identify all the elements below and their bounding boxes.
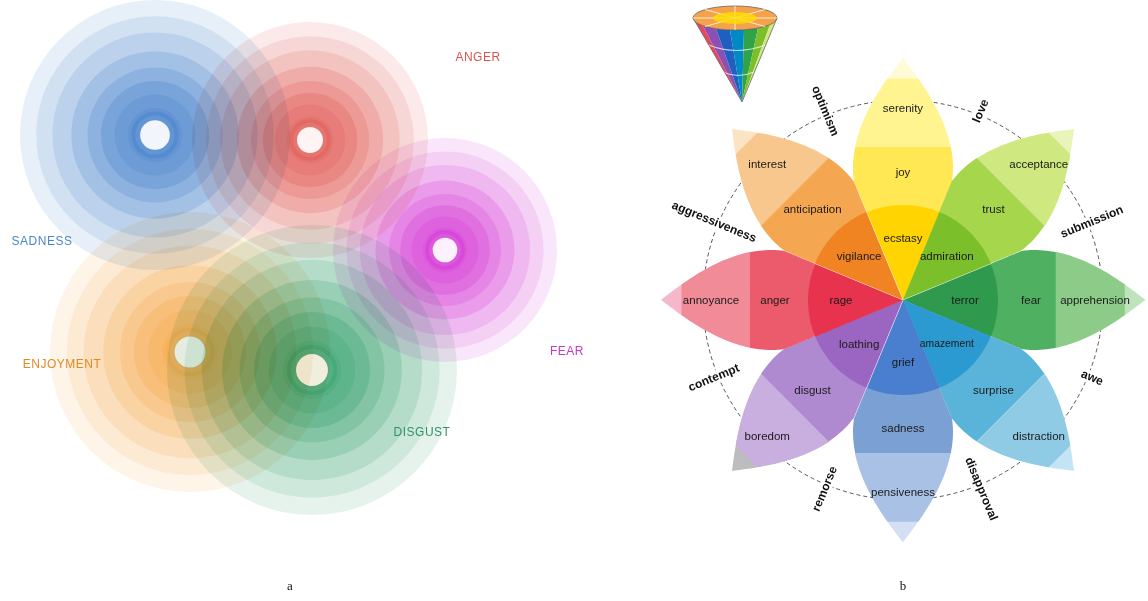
emotion-label: ANGER xyxy=(455,51,500,64)
petal-text: boredom xyxy=(745,429,790,442)
petal-text: sadness xyxy=(882,422,925,435)
petal-shape xyxy=(853,147,953,212)
dyad-label: optimism xyxy=(807,82,841,140)
petal-text: ecstasy xyxy=(883,232,922,245)
dashed-ring xyxy=(703,100,1103,500)
petal-segment: fear xyxy=(991,250,1056,350)
petal-text: distraction xyxy=(1013,429,1065,442)
petal-text: vigilance xyxy=(837,250,882,263)
petal-text: annoyance xyxy=(683,294,739,307)
petal-text: fear xyxy=(1021,294,1041,307)
dyad-label: love xyxy=(970,95,993,126)
petal-text: grief xyxy=(892,356,914,369)
petal-text: serenity xyxy=(883,102,923,115)
petal-text: acceptance xyxy=(1009,158,1068,171)
emotion-label: DISGUST xyxy=(394,426,451,439)
petal-segment: apprehension xyxy=(1056,252,1145,348)
petal-text: joy xyxy=(896,166,911,179)
petal-shape xyxy=(853,388,953,453)
petal-text: terror xyxy=(951,294,978,307)
petal-segment: anger xyxy=(750,250,815,350)
petal-text: anticipation xyxy=(783,203,841,216)
panel-letter: a xyxy=(287,579,293,593)
petal-segment: pensiveness xyxy=(855,453,951,542)
wheel-cone xyxy=(693,6,777,102)
emotion-label: SADNESS xyxy=(12,235,73,248)
petal-text: admiration xyxy=(920,250,974,263)
petal-segment: joy xyxy=(853,147,953,212)
petal-text: amazement xyxy=(920,338,974,349)
dyad-label: contempt xyxy=(684,361,743,395)
petal-text: interest xyxy=(748,158,786,171)
dyad-label: remorse xyxy=(809,463,841,516)
emotion-label: FEAR xyxy=(550,345,584,358)
petal-text: anger xyxy=(760,294,789,307)
petal-segment: serenity xyxy=(855,58,951,147)
petal-text: trust xyxy=(982,203,1004,216)
petal-segment: annoyance xyxy=(661,252,750,348)
petal-text: disgust xyxy=(794,384,830,397)
petal-text: apprehension xyxy=(1060,294,1130,307)
petal-text: surprise xyxy=(973,384,1014,397)
ring-cluster xyxy=(167,225,457,515)
petal-segment: sadness xyxy=(853,388,953,453)
panel-letter: b xyxy=(900,579,907,593)
dyad-label: aggressiveness xyxy=(668,197,760,245)
petal-text: loathing xyxy=(839,338,879,351)
emotion-label: ENJOYMENT xyxy=(23,358,102,371)
emotion-cluster: DISGUST xyxy=(167,225,457,515)
petal-text: pensiveness xyxy=(871,486,935,499)
petal-text: rage xyxy=(829,294,852,307)
dyad-label: awe xyxy=(1078,367,1108,389)
petal-segment: vigilance xyxy=(815,212,903,300)
